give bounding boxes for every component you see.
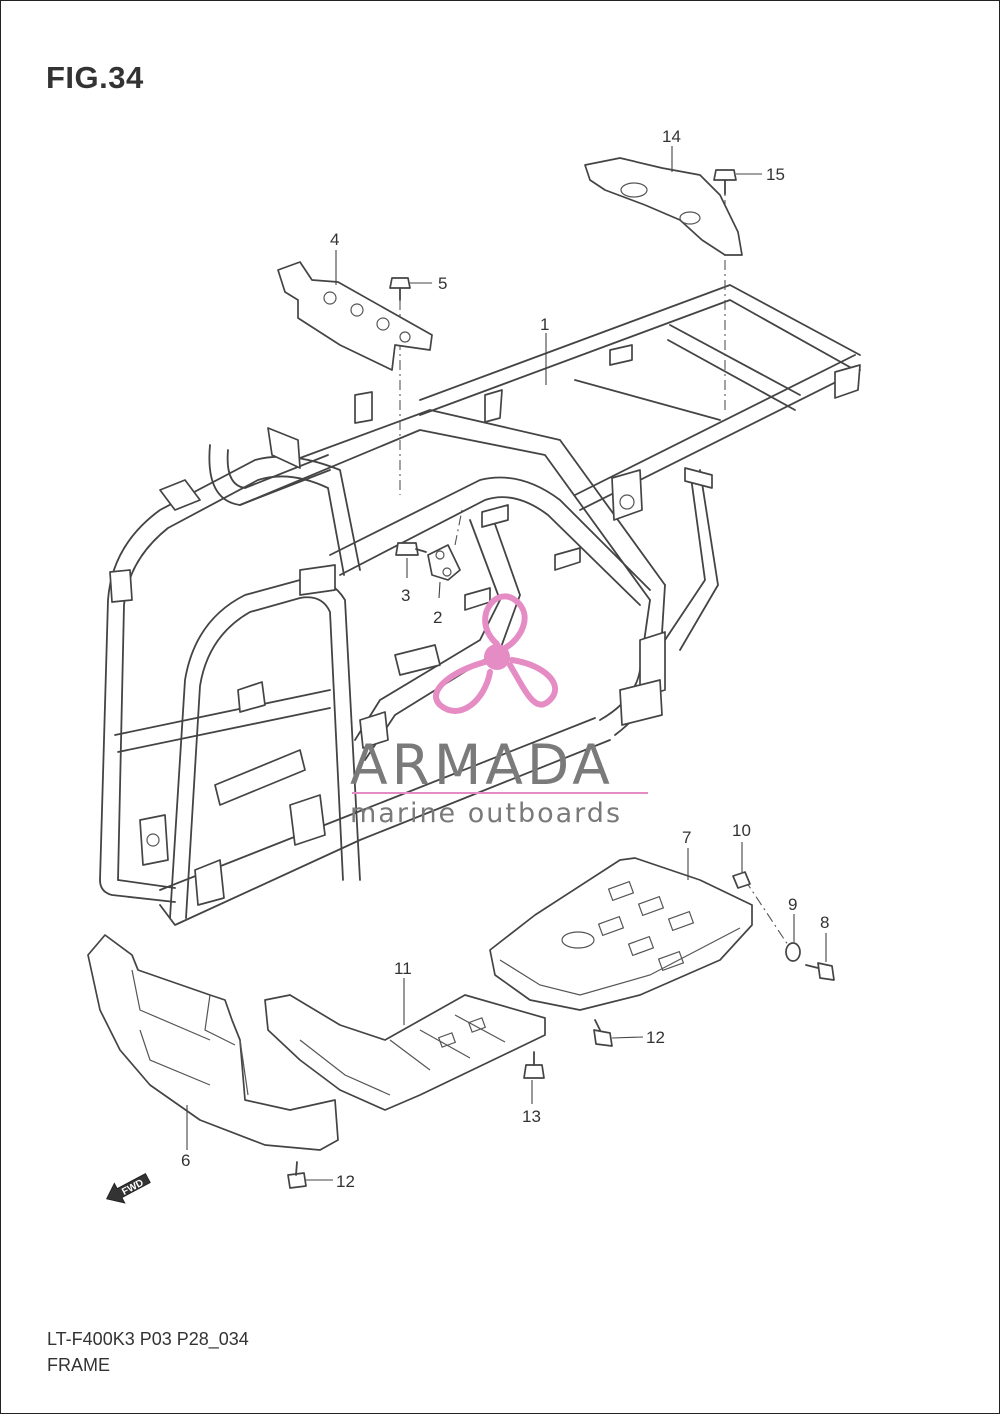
callout-labels: 1 2 3 4 5 6 7 8 9 10 11 12 12 13 14 15 bbox=[181, 127, 829, 1191]
callout-15: 15 bbox=[766, 165, 785, 184]
washer-9 bbox=[785, 942, 801, 962]
callout-12-lower: 12 bbox=[336, 1172, 355, 1191]
part-11-footrest bbox=[264, 994, 546, 1111]
callout-8: 8 bbox=[820, 913, 829, 932]
watermark-tagline: marine outboards bbox=[350, 798, 622, 829]
assembly-guide-lines bbox=[399, 180, 791, 949]
figure-name: FRAME bbox=[47, 1355, 110, 1375]
part-6-front-guard bbox=[87, 934, 339, 1151]
part-14-bracket bbox=[584, 157, 743, 256]
watermark: ARMADA marine outboards bbox=[350, 593, 648, 829]
watermark-brand: ARMADA bbox=[350, 733, 614, 797]
bolt-5 bbox=[389, 277, 411, 301]
leader-lines bbox=[186, 146, 827, 1181]
bolt-12-lower bbox=[287, 1161, 307, 1189]
propeller-icon bbox=[433, 593, 558, 714]
callout-3: 3 bbox=[401, 586, 410, 605]
callout-2: 2 bbox=[433, 608, 442, 627]
frame-assembly bbox=[99, 284, 861, 926]
callout-14: 14 bbox=[662, 127, 681, 146]
callout-6: 6 bbox=[181, 1151, 190, 1170]
callout-1: 1 bbox=[540, 315, 549, 334]
part-7-skid-plate bbox=[489, 857, 753, 1011]
figure-title: FIG.34 bbox=[46, 60, 144, 95]
callout-12-upper: 12 bbox=[646, 1028, 665, 1047]
fwd-label: FWD bbox=[120, 1178, 145, 1198]
fwd-arrow-icon: FWD bbox=[105, 1173, 151, 1204]
nut-10 bbox=[732, 871, 751, 889]
figure-code: LT-F400K3 P03 P28_034 bbox=[47, 1329, 249, 1349]
callout-11: 11 bbox=[394, 959, 412, 978]
callout-13: 13 bbox=[522, 1107, 541, 1126]
plate-2 bbox=[427, 544, 461, 581]
bolt-12-upper bbox=[593, 1019, 613, 1047]
bolt-8 bbox=[805, 962, 835, 981]
callout-7: 7 bbox=[682, 828, 691, 847]
bolt-3 bbox=[395, 542, 427, 556]
callout-9: 9 bbox=[788, 895, 797, 914]
bolt-15 bbox=[713, 169, 737, 195]
callout-5: 5 bbox=[438, 274, 447, 293]
callout-10: 10 bbox=[732, 821, 751, 840]
bolt-13 bbox=[523, 1051, 545, 1079]
callout-4: 4 bbox=[330, 230, 339, 249]
